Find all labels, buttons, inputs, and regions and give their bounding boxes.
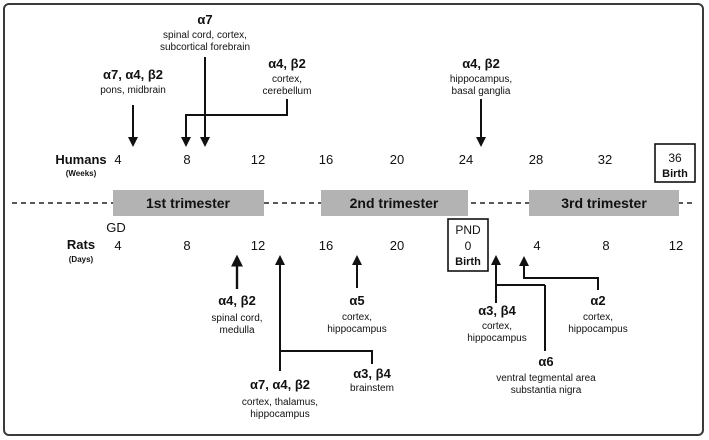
humans-tick: 12 — [251, 152, 265, 167]
humans-tick: 28 — [529, 152, 543, 167]
annotation-heading: α3, β4 — [353, 366, 391, 381]
annotation-region: hippocampus — [568, 324, 627, 335]
annotation-region: hippocampus — [250, 409, 309, 420]
rats-gd-tick: 20 — [390, 238, 404, 253]
rat-birth-box — [447, 218, 489, 272]
pnd-label: PND — [455, 223, 481, 237]
figure-frame — [3, 3, 704, 436]
human-birth-label: Birth — [662, 168, 688, 180]
humans-tick: 24 — [459, 152, 473, 167]
trimester-1-label: 1st trimester — [146, 195, 231, 211]
annotation-region: ventral tegmental area — [496, 373, 596, 384]
rats-gd-tick: 12 — [251, 238, 265, 253]
annotation-heading: α3, β4 — [478, 303, 516, 318]
gd-label: GD — [106, 220, 126, 235]
rats-pnd-tick: 12 — [669, 238, 683, 253]
humans-label: Humans — [55, 152, 106, 167]
rats-label: Rats — [67, 237, 95, 252]
annotation-heading: α6 — [538, 354, 553, 369]
annotation-region: cortex, — [482, 321, 512, 332]
annotation-region: subcortical forebrain — [160, 42, 250, 53]
annotation-heading: α4, β2 — [218, 293, 256, 308]
trimester-2-label: 2nd trimester — [350, 195, 439, 211]
rats-pnd-tick: 8 — [602, 238, 609, 253]
annotation-region: pons, midbrain — [100, 85, 166, 96]
rat-birth-label: Birth — [455, 256, 481, 268]
annotation-heading: α7, α4, β2 — [250, 377, 310, 392]
annotation-region: cortex, thalamus, — [242, 397, 318, 408]
rats-gd-tick: 16 — [319, 238, 333, 253]
annotation-heading: α5 — [349, 293, 364, 308]
annotation-region: substantia nigra — [511, 385, 582, 396]
humans-tick: 20 — [390, 152, 404, 167]
annotation-region: medulla — [219, 325, 254, 336]
humans-unit: (Weeks) — [66, 169, 97, 178]
rat-annotations: α4, β2 spinal cord, medulla α5 cortex, h… — [211, 254, 628, 420]
annotation-region: basal ganglia — [452, 86, 511, 97]
connector-line — [280, 350, 373, 364]
annotation-region: cortex, — [272, 74, 302, 85]
annotation-heading: α7 — [197, 12, 212, 27]
human-annotations: α7, α4, β2 pons, midbrain α7 spinal cord… — [100, 12, 512, 147]
trimester-bar-1 — [113, 190, 264, 216]
trimester-bar-2 — [321, 190, 468, 216]
connector-line — [519, 256, 599, 290]
annotation-heading: α4, β2 — [462, 56, 500, 71]
rats-gd-tick: 8 — [183, 238, 190, 253]
rats-gd-tick: 4 — [114, 238, 121, 253]
humans-tick: 8 — [183, 152, 190, 167]
human-birth-week: 36 — [668, 151, 682, 165]
annotation-region: spinal cord, — [211, 313, 262, 324]
trimester-bars: 1st trimester 2nd trimester 3rd trimeste… — [113, 190, 679, 216]
annotation-region: spinal cord, cortex, — [163, 30, 247, 41]
trimester-bar-3 — [529, 190, 679, 216]
connector-line — [181, 99, 288, 147]
rats-scale: GD Rats (Days) 4 8 12 16 20 PND 0 Birth … — [67, 218, 683, 272]
human-birth-box — [654, 143, 696, 183]
rats-pnd-tick: 4 — [533, 238, 540, 253]
pnd-zero: 0 — [465, 239, 472, 253]
annotation-region: brainstem — [350, 383, 394, 394]
annotation-heading: α4, β2 — [268, 56, 306, 71]
humans-scale: Humans (Weeks) 4 8 12 16 20 24 28 32 36 … — [55, 143, 696, 183]
annotation-region: hippocampus — [327, 324, 386, 335]
annotation-region: cortex, — [583, 312, 613, 323]
annotation-heading: α7, α4, β2 — [103, 67, 163, 82]
rats-unit: (Days) — [69, 255, 94, 264]
annotation-region: cerebellum — [263, 86, 312, 97]
humans-tick: 16 — [319, 152, 333, 167]
annotation-region: hippocampus, — [450, 74, 512, 85]
annotation-region: cortex, — [342, 312, 372, 323]
annotation-heading: α2 — [590, 293, 605, 308]
trimester-3-label: 3rd trimester — [561, 195, 647, 211]
humans-tick: 4 — [114, 152, 121, 167]
annotation-region: hippocampus — [467, 333, 526, 344]
humans-tick: 32 — [598, 152, 612, 167]
